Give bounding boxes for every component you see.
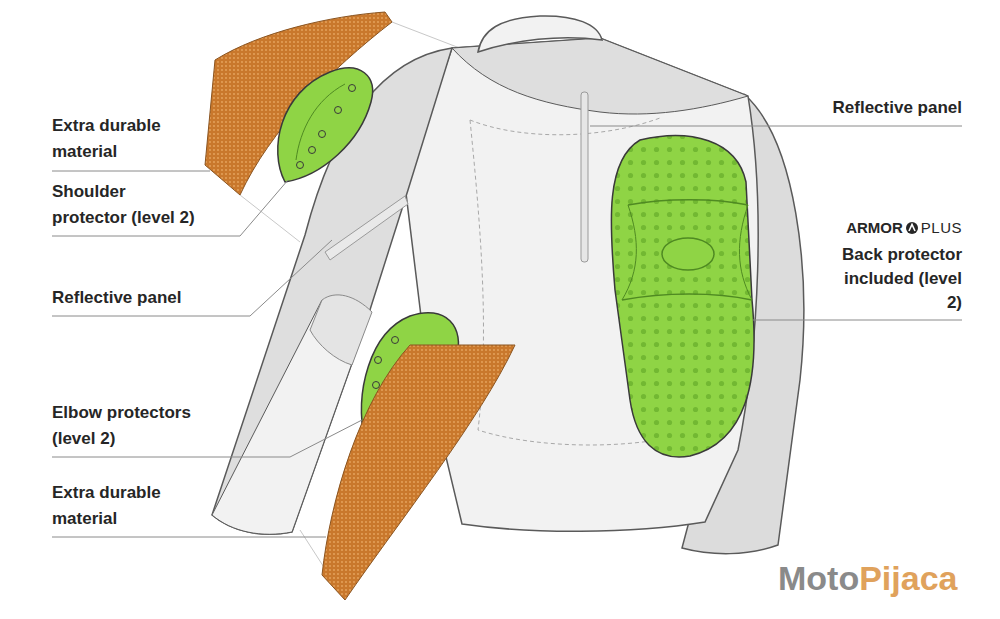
part-label: Extra durable material: [52, 480, 200, 532]
part-label: Elbow protectors (level 2): [52, 400, 200, 452]
part-label: Extra durable material: [52, 113, 200, 165]
watermark: MotoPijaca: [778, 558, 958, 598]
part-label: Reflective panel: [762, 95, 962, 121]
logo-icon: [905, 221, 919, 235]
logo-text: PLUS: [921, 219, 962, 237]
jacket-panel: [452, 38, 748, 114]
jacket-elbow: [310, 295, 372, 365]
jacket-collar: [478, 16, 602, 52]
shoulder-protector: [278, 68, 373, 182]
durable-panel: [322, 345, 515, 600]
watermark-text: Moto: [778, 558, 859, 598]
jacket-body: [405, 38, 758, 531]
part-label: Reflective panel: [52, 285, 200, 311]
brand-logo: ARMOR PLUS: [846, 219, 962, 237]
logo-text: ARMOR: [846, 219, 903, 237]
back-protector: [611, 136, 754, 457]
reflective-strip: [325, 196, 408, 260]
watermark-text: Pijaca: [859, 558, 957, 598]
leader-line: [52, 126, 962, 537]
part-label: Shoulder protector (level 2): [52, 179, 200, 231]
part-label: Back protector included (level 2): [832, 243, 962, 315]
durable-panel: [205, 12, 392, 195]
reflective-strip: [581, 92, 588, 262]
